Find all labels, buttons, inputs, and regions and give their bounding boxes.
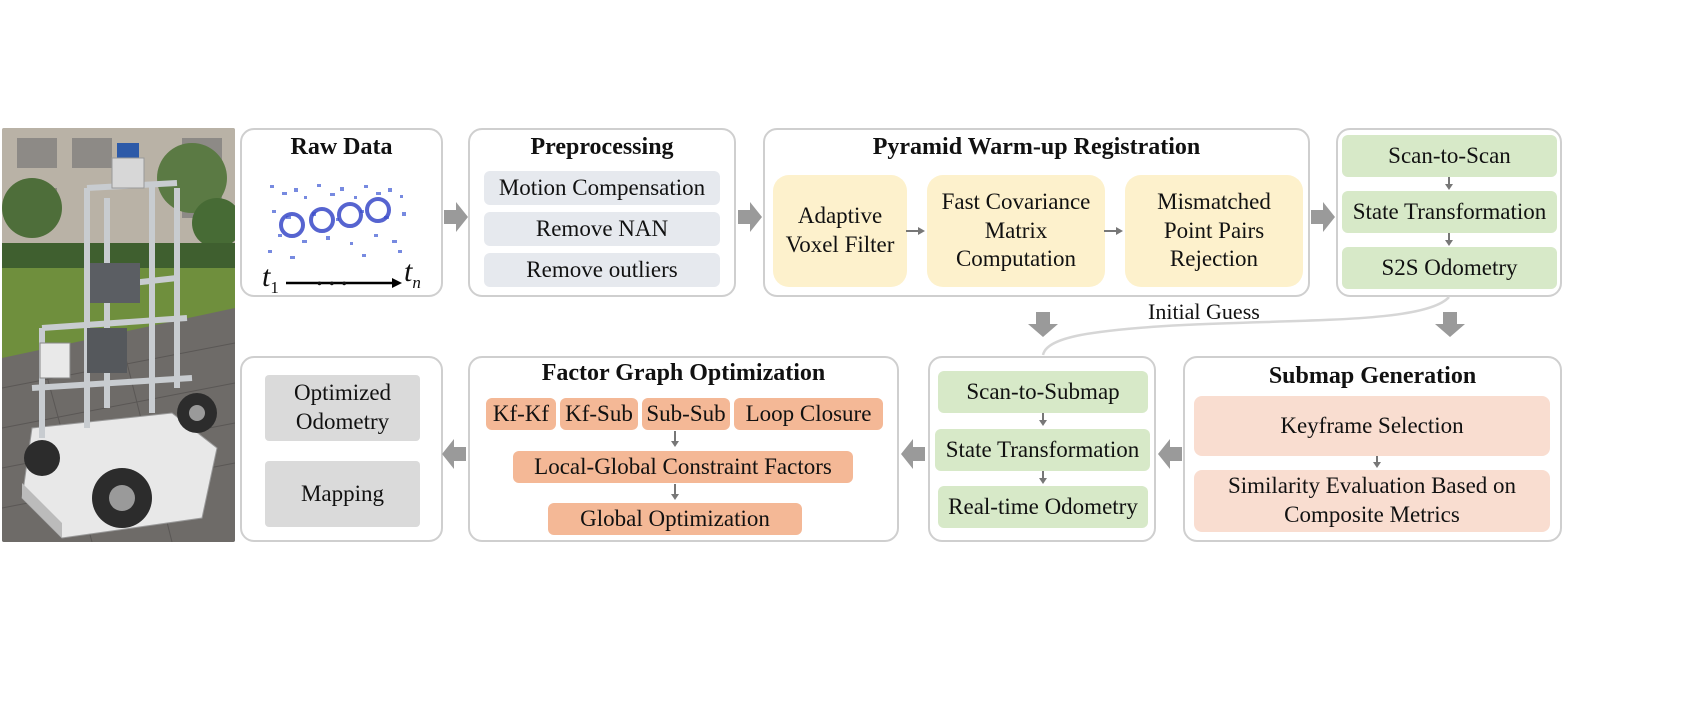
- motion-compensation-box: Motion Compensation: [484, 171, 720, 205]
- factor-graph-title: Factor Graph Optimization: [541, 360, 826, 386]
- arrow-pyramid-down: [1028, 312, 1058, 337]
- scan-to-submap-panel: Scan-to-Submap State Transformation Real…: [928, 356, 1156, 542]
- realtime-odometry-box: Real-time Odometry: [938, 486, 1148, 528]
- submap-title: Submap Generation: [1268, 363, 1477, 389]
- time-end-label: tn: [404, 255, 421, 292]
- robot-photo: [2, 128, 235, 542]
- s2s-state-transformation-box: State Transformation: [1342, 191, 1557, 233]
- local-global-constraint-box: Local-Global Constraint Factors: [513, 451, 853, 483]
- factor-graph-panel: Factor Graph Optimization Kf-Kf Kf-Sub S…: [468, 356, 899, 542]
- time-start-label: t1: [262, 260, 279, 297]
- pyramid-title: Pyramid Warm-up Registration: [872, 134, 1201, 160]
- global-optimization-box: Global Optimization: [548, 503, 802, 535]
- arrow-pre-to-pyramid: [738, 202, 762, 232]
- raw-data-panel: Raw Data t1 • • • tn: [240, 128, 443, 297]
- factor-kf-sub: Kf-Sub: [560, 398, 638, 430]
- arrow-raw-to-pre: [444, 202, 468, 232]
- preprocessing-title: Preprocessing: [530, 134, 674, 160]
- keyframe-selection-box: Keyframe Selection: [1194, 396, 1550, 456]
- preprocessing-panel: Preprocessing Motion Compensation Remove…: [468, 128, 736, 297]
- factor-kf-kf: Kf-Kf: [486, 398, 556, 430]
- s2s-panel: Scan-to-Scan State Transformation S2S Od…: [1336, 128, 1562, 297]
- factor-loop-closure: Loop Closure: [734, 398, 883, 430]
- remove-nan-box: Remove NAN: [484, 212, 720, 246]
- arrow-s2s-down: [1435, 312, 1465, 337]
- initial-guess-label: Initial Guess: [1148, 299, 1260, 324]
- arrow-scan-to-factor: [901, 439, 925, 469]
- factor-sub-sub: Sub-Sub: [642, 398, 730, 430]
- scan-to-submap-box: Scan-to-Submap: [938, 371, 1148, 413]
- time-dots: • • •: [317, 277, 349, 292]
- scan-to-scan-box: Scan-to-Scan: [1342, 135, 1557, 177]
- point-cloud-illustration: [268, 184, 406, 288]
- submap-generation-panel: Submap Generation Keyframe Selection Sim…: [1183, 356, 1562, 542]
- initial-guess-curve: [1041, 296, 1450, 356]
- remove-outliers-box: Remove outliers: [484, 253, 720, 287]
- raw-data-title: Raw Data: [290, 134, 393, 160]
- mapping-box: Mapping: [265, 461, 420, 527]
- arrow-submap-to-scan: [1158, 439, 1182, 469]
- robot-illustration: [2, 128, 235, 542]
- arrow-factor-to-output: [442, 439, 466, 469]
- s2s-odometry-box: S2S Odometry: [1342, 247, 1557, 289]
- arrow-pyramid-to-s2s: [1311, 202, 1335, 232]
- submap-state-transformation-box: State Transformation: [935, 429, 1150, 471]
